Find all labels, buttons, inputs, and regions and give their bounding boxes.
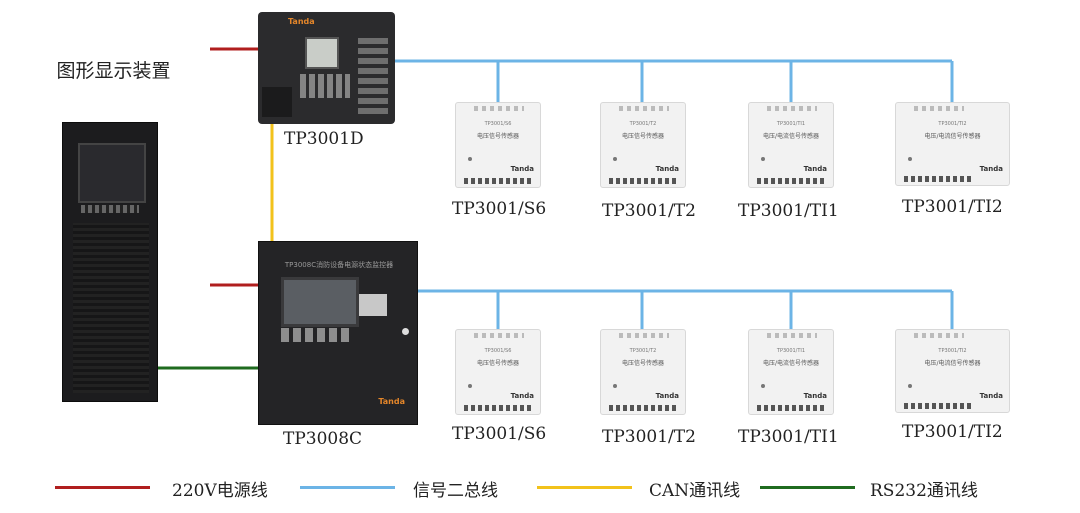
legend-label-rs232: RS232通讯线 [870,481,978,501]
module-terminals-bottom [757,405,827,411]
module-desc: 电压/电流信号传感器 [924,133,981,140]
module-top-1: TP3001/S6 电压信号传感器 Tanda [455,102,541,188]
module-model: TP3001/TI2 [938,348,967,354]
module-model: TP3001/T2 [629,121,657,127]
module-led [761,384,765,388]
module-terminals-bottom [757,178,827,184]
module-brand: Tanda [979,392,1003,400]
module-terminals [914,333,964,338]
cabinet-screen [78,143,146,203]
module-bottom-3-label: TP3001/TI1 [738,427,839,447]
module-brand: Tanda [510,392,534,400]
cabinet-label: 图形显示装置 [56,60,171,82]
module-model: TP3001/TI1 [776,348,806,354]
module-brand: Tanda [979,165,1003,173]
module-led [468,157,472,161]
controller-bottom-label: TP3008C [283,429,363,449]
module-brand: Tanda [803,165,827,173]
module-terminals [474,106,524,111]
module-model: TP3001/S6 [484,348,512,354]
module-top-4: TP3001/TI2 电压/电流信号传感器 Tanda [895,102,1010,186]
module-top-1-label: TP3001/S6 [452,199,547,219]
legend-swatch-signal [300,486,395,489]
controller-bottom-brand: Tanda [378,397,405,406]
module-top-2: TP3001/T2 电压信号传感器 Tanda [600,102,686,188]
module-terminals-bottom [609,405,679,411]
controller-top-label: TP3001D [284,129,364,149]
module-bottom-4-label: TP3001/TI2 [902,422,1003,442]
module-terminals [474,333,524,338]
module-model: TP3001/TI1 [776,121,806,127]
legend-label-can: CAN通讯线 [649,481,741,501]
controller-top-lcd [305,37,339,69]
controller-top-buttons [358,34,388,114]
module-top-2-label: TP3001/T2 [602,201,696,221]
controller-tp3008c: TP3008C消防设备电源状态监控器 Tanda [258,241,418,425]
module-model: TP3001/T2 [629,348,657,354]
module-bottom-1-label: TP3001/S6 [452,424,547,444]
module-desc: 电压信号传感器 [621,360,664,367]
module-bottom-2-label: TP3001/T2 [602,427,696,447]
module-brand: Tanda [510,165,534,173]
module-bottom-3: TP3001/TI1 电压/电流信号传感器 Tanda [748,329,834,415]
module-desc: 电压/电流信号传感器 [762,133,820,140]
graphic-display-cabinet [62,122,158,402]
module-brand: Tanda [655,392,679,400]
module-bottom-1: TP3001/S6 电压信号传感器 Tanda [455,329,541,415]
controller-tp3001d: Tanda [258,12,395,124]
module-top-4-label: TP3001/TI2 [902,197,1003,217]
module-terminals [619,333,669,338]
module-terminals [914,106,964,111]
module-led [468,384,472,388]
module-bottom-2: TP3001/T2 电压信号传感器 Tanda [600,329,686,415]
module-desc: 电压/电流信号传感器 [762,360,820,367]
module-bottom-4: TP3001/TI2 电压/电流信号传感器 Tanda [895,329,1010,413]
module-terminals [619,106,669,111]
controller-bottom-printer [359,294,387,316]
module-led [613,384,617,388]
controller-bottom-keys [281,328,353,342]
controller-bottom-lock [402,328,409,335]
module-terminals-bottom [464,405,534,411]
module-model: TP3001/TI2 [938,121,967,127]
legend-swatch-rs232 [760,486,855,489]
module-desc: 电压信号传感器 [476,133,519,140]
legend-label-power: 220V电源线 [172,481,268,501]
module-desc: 电压信号传感器 [621,133,664,140]
module-brand: Tanda [803,392,827,400]
module-led [908,384,912,388]
legend-swatch-power [55,486,150,489]
module-desc: 电压/电流信号传感器 [924,360,981,367]
module-terminals-bottom [609,178,679,184]
controller-bottom-lcd [281,277,359,327]
module-led [613,157,617,161]
module-terminals-bottom [904,176,974,182]
module-led [908,157,912,161]
controller-top-printer-slot [262,87,292,117]
module-terminals [767,333,817,338]
module-terminals-bottom [464,178,534,184]
legend-swatch-can [537,486,632,489]
module-top-3-label: TP3001/TI1 [738,201,839,221]
legend-label-signal: 信号二总线 [413,481,498,501]
controller-bottom-title: TP3008C消防设备电源状态监控器 [284,261,394,269]
module-desc: 电压信号传感器 [476,360,519,367]
controller-top-keypad [300,74,350,98]
cabinet-vent [73,223,149,393]
module-terminals [767,106,817,111]
module-terminals-bottom [904,403,974,409]
cabinet-keys [81,205,139,213]
module-led [761,157,765,161]
module-top-3: TP3001/TI1 电压/电流信号传感器 Tanda [748,102,834,188]
controller-top-brand: Tanda [288,17,315,26]
module-model: TP3001/S6 [484,121,512,127]
module-brand: Tanda [655,165,679,173]
